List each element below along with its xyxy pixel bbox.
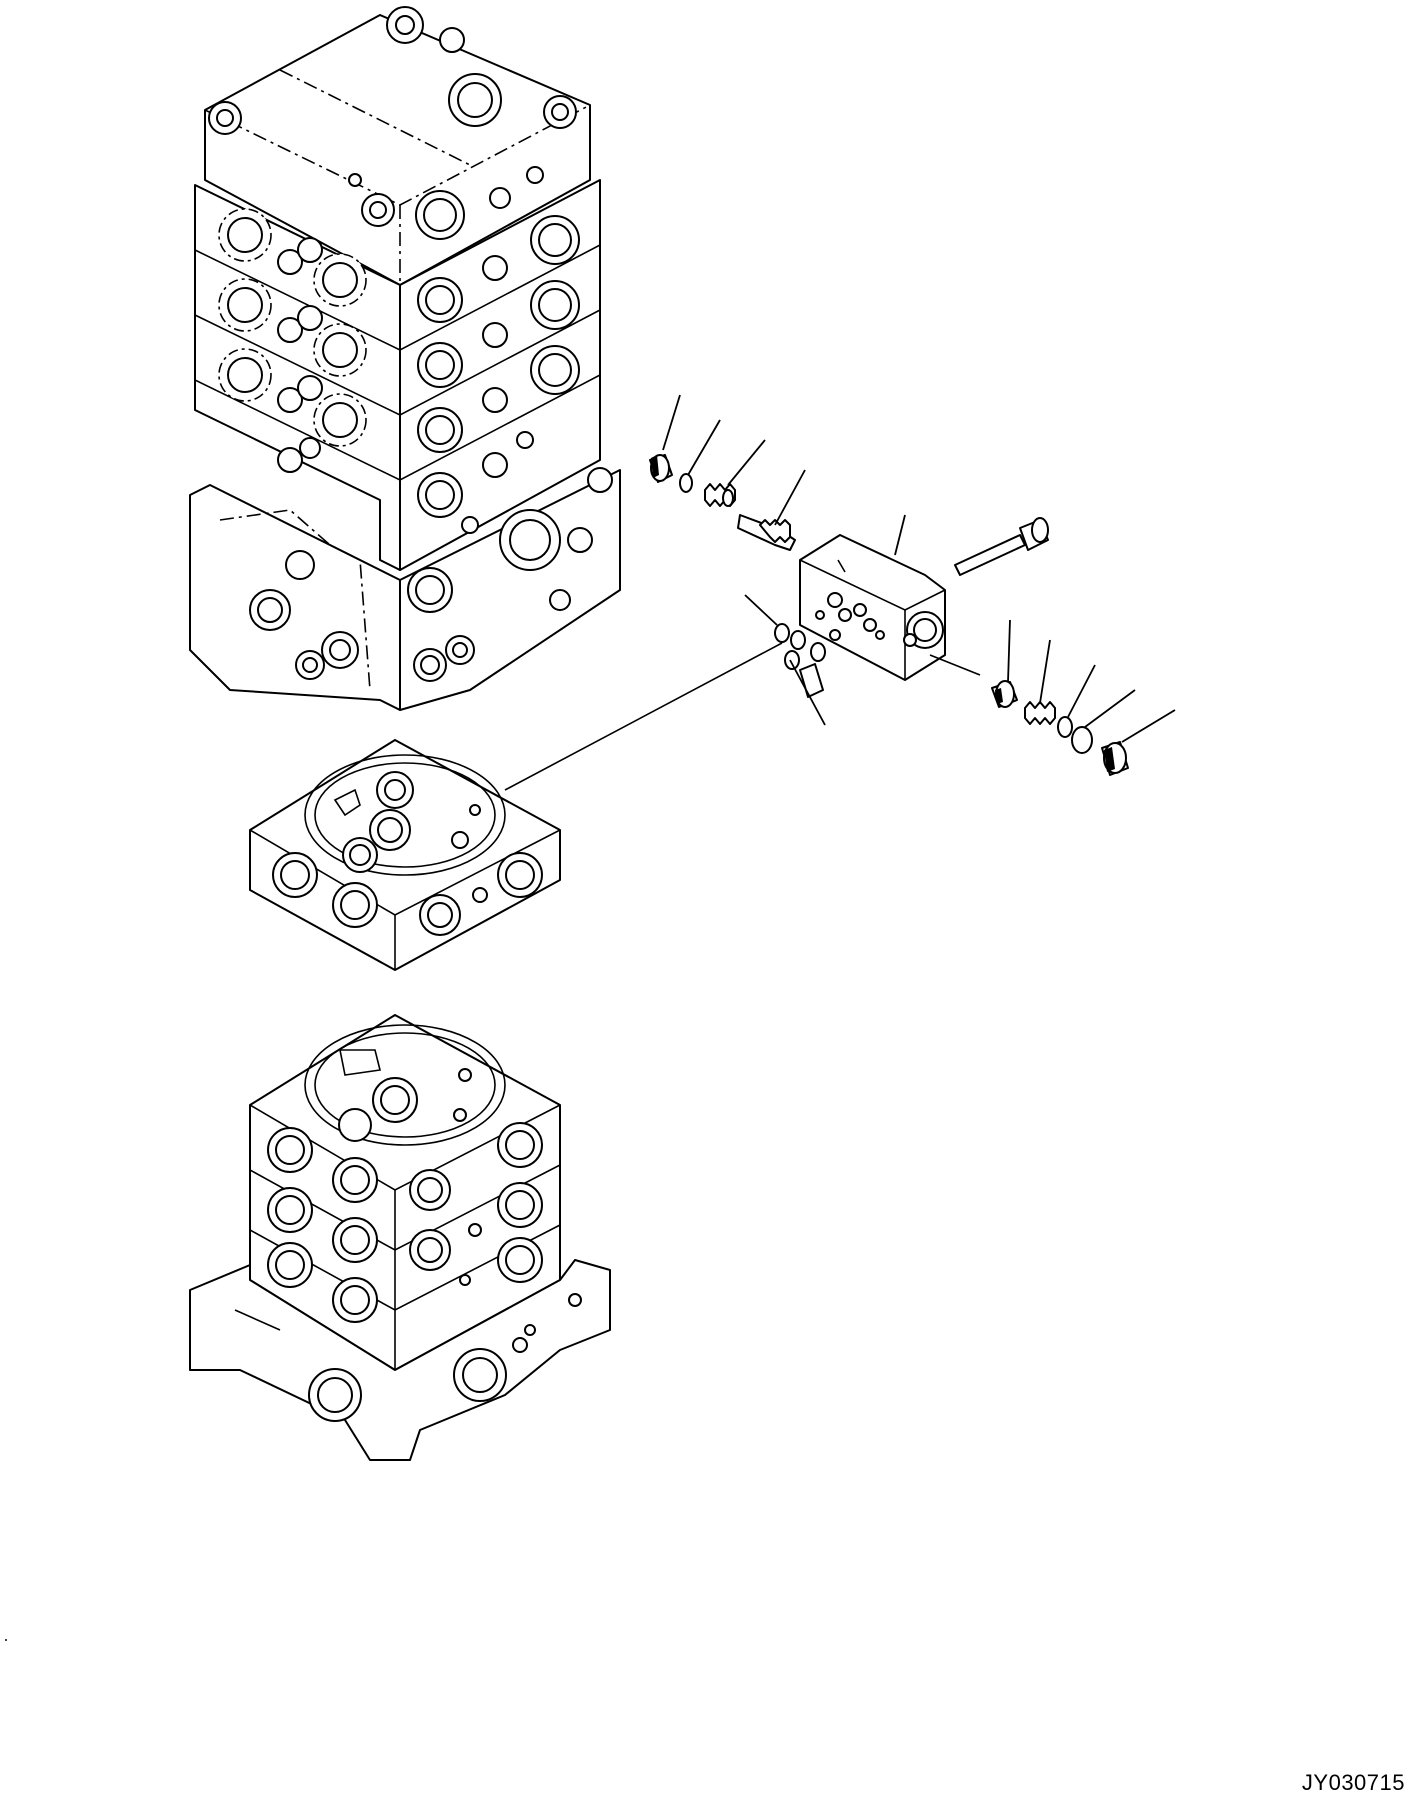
relief-valve-block (799, 514, 946, 681)
o-ring-set (744, 594, 826, 726)
o-ring-upper (679, 419, 721, 493)
assembly-line-block (929, 654, 981, 676)
lower-valve-stack (189, 1014, 611, 1461)
o-ring-lower-1 (1057, 664, 1096, 738)
mounting-bolt (954, 517, 1049, 576)
spring-lower (1024, 639, 1056, 725)
plug-lower (991, 619, 1018, 708)
upper-valve-stack (189, 6, 621, 711)
poppet (737, 469, 806, 551)
o-ring-lower-2 (1071, 689, 1136, 754)
middle-valve-section (249, 739, 561, 971)
plug-end (1101, 709, 1176, 776)
plug-upper (649, 394, 681, 483)
figure-code: JY030715 (1301, 1770, 1405, 1795)
stray-dot (5, 1639, 7, 1641)
spring-upper (704, 439, 766, 507)
assembly-line (504, 642, 783, 791)
